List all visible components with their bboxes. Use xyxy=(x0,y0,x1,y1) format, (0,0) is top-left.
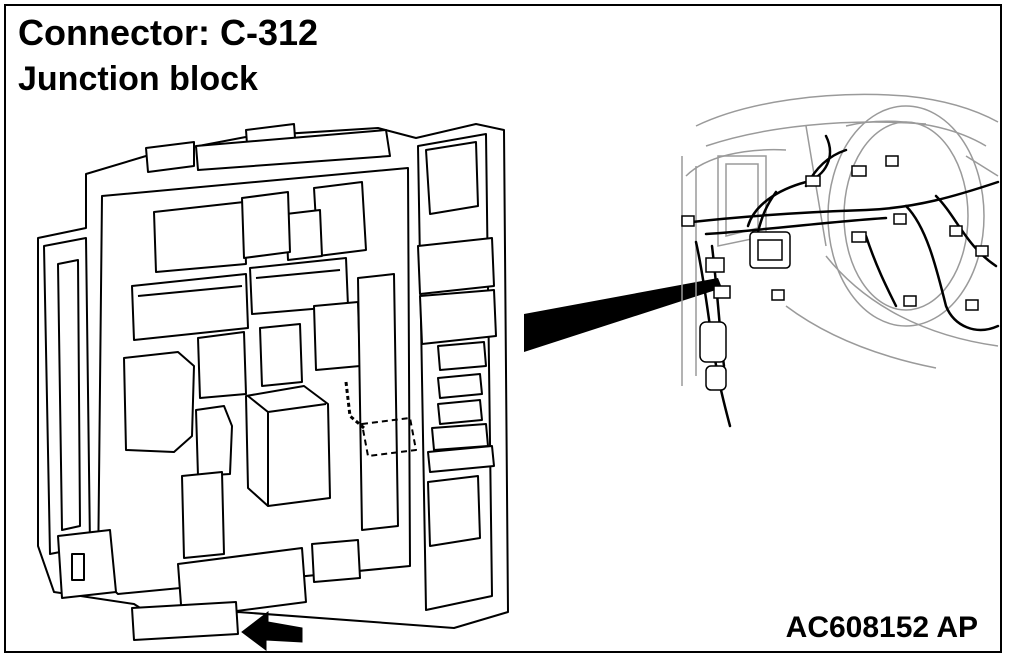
dashboard-harness-drawing xyxy=(681,93,1000,428)
figure-id: AC608152 AP xyxy=(785,611,978,644)
connector-indicator-arrow xyxy=(241,610,303,651)
page-subtitle: Junction block xyxy=(18,60,258,98)
diagram-canvas xyxy=(37,93,1000,651)
page-title: Connector: C-312 xyxy=(18,12,319,53)
diagram-frame: Connector: C-312 Junction block xyxy=(4,4,1002,653)
junction-block-drawing xyxy=(37,123,509,641)
location-pointer-arrow xyxy=(524,278,722,352)
